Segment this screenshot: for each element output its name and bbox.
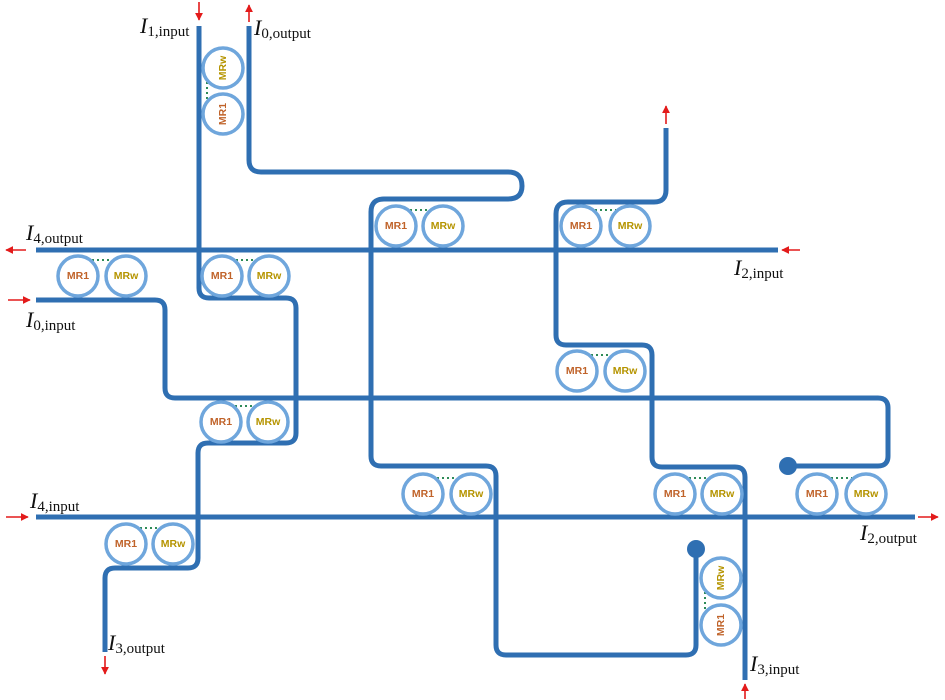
ring-pair: MR1 MRw [555, 349, 647, 393]
port-label-i0-output: I0,output [253, 15, 312, 42]
mr1-label: MR1 [715, 614, 727, 636]
mrw-label: MRw [161, 538, 186, 550]
mr1-ring [559, 204, 603, 248]
waveguide-i1-input [102, 26, 299, 652]
port-label-i0-input: I0,input [25, 307, 76, 334]
mr1-label: MR1 [67, 270, 89, 282]
port-label-i3-output: I3,output [107, 630, 166, 657]
mrw-label: MRw [114, 270, 139, 282]
mr1-ring [201, 92, 245, 136]
port-label-i4-input: I4,input [29, 488, 80, 515]
mrw-label: MRw [217, 55, 229, 80]
ring-pair: MR1 MRw [559, 204, 652, 248]
mr1-ring [374, 204, 418, 248]
port-label-i1-input: I1,input [139, 13, 190, 40]
mrw-label: MRw [715, 565, 727, 590]
mrw-ring [247, 254, 291, 298]
mr1-ring [401, 472, 445, 516]
ring-pair: MR1 MRw [200, 254, 291, 298]
mr1-ring [200, 254, 244, 298]
mr1-label: MR1 [664, 488, 686, 500]
ring-pair: MR1 MRw [56, 254, 148, 298]
mr1-ring [653, 472, 697, 516]
waveguide-i0-input [36, 297, 891, 469]
port-label-i4-output: I4,output [25, 220, 84, 247]
mrw-ring [421, 204, 465, 248]
mrw-ring [844, 472, 888, 516]
mr1-label: MR1 [211, 270, 233, 282]
mr1-label: MR1 [566, 365, 588, 377]
mr1-ring [56, 254, 100, 298]
waveguide-right-drop [553, 128, 748, 680]
ring-pair: MR1 MRw [653, 472, 744, 516]
mrw-ring [201, 46, 245, 90]
mr1-label: MR1 [217, 103, 229, 125]
ring-pair: MR1 MRw [199, 400, 290, 444]
mr1-ring [795, 472, 839, 516]
mr1-ring [555, 349, 599, 393]
mrw-ring [449, 472, 493, 516]
waveguides [36, 26, 915, 680]
mrw-ring [104, 254, 148, 298]
ring-pair: MR1 MRw [795, 472, 888, 516]
mrw-label: MRw [459, 488, 484, 500]
mrw-label: MRw [257, 270, 282, 282]
port-labels: I1,input I0,output I4,output I0,input I2… [25, 13, 918, 678]
mrw-ring [603, 349, 647, 393]
mrw-label: MRw [613, 365, 638, 377]
termination-dot [779, 457, 797, 475]
mr1-label: MR1 [412, 488, 434, 500]
mr1-label: MR1 [385, 220, 407, 232]
mrw-ring [700, 472, 744, 516]
mr1-ring [199, 400, 243, 444]
port-label-i2-input: I2,input [733, 255, 784, 282]
waveguide-i0-output [246, 26, 699, 658]
mrw-label: MRw [710, 488, 735, 500]
mrw-label: MRw [618, 220, 643, 232]
mrw-ring [151, 522, 195, 566]
mrw-label: MRw [431, 220, 456, 232]
arrows [5, 2, 939, 699]
mr1-label: MR1 [210, 416, 232, 428]
mr1-label: MR1 [806, 488, 828, 500]
mrw-ring [608, 204, 652, 248]
ring-pair: MR1 MRw [374, 204, 465, 248]
port-label-i3-input: I3,input [749, 651, 800, 678]
ring-pair: MR1 MRw [104, 522, 195, 566]
mr1-ring [104, 522, 148, 566]
mrw-ring [246, 400, 290, 444]
port-label-i2-output: I2,output [859, 520, 918, 547]
termination-dot [687, 540, 705, 558]
ring-pair: MR1 MRw [401, 472, 493, 516]
mrw-label: MRw [256, 416, 281, 428]
mr1-ring [699, 603, 743, 647]
mr1-label: MR1 [570, 220, 592, 232]
mr1-label: MR1 [115, 538, 137, 550]
mrw-label: MRw [854, 488, 879, 500]
mrw-ring [699, 556, 743, 600]
